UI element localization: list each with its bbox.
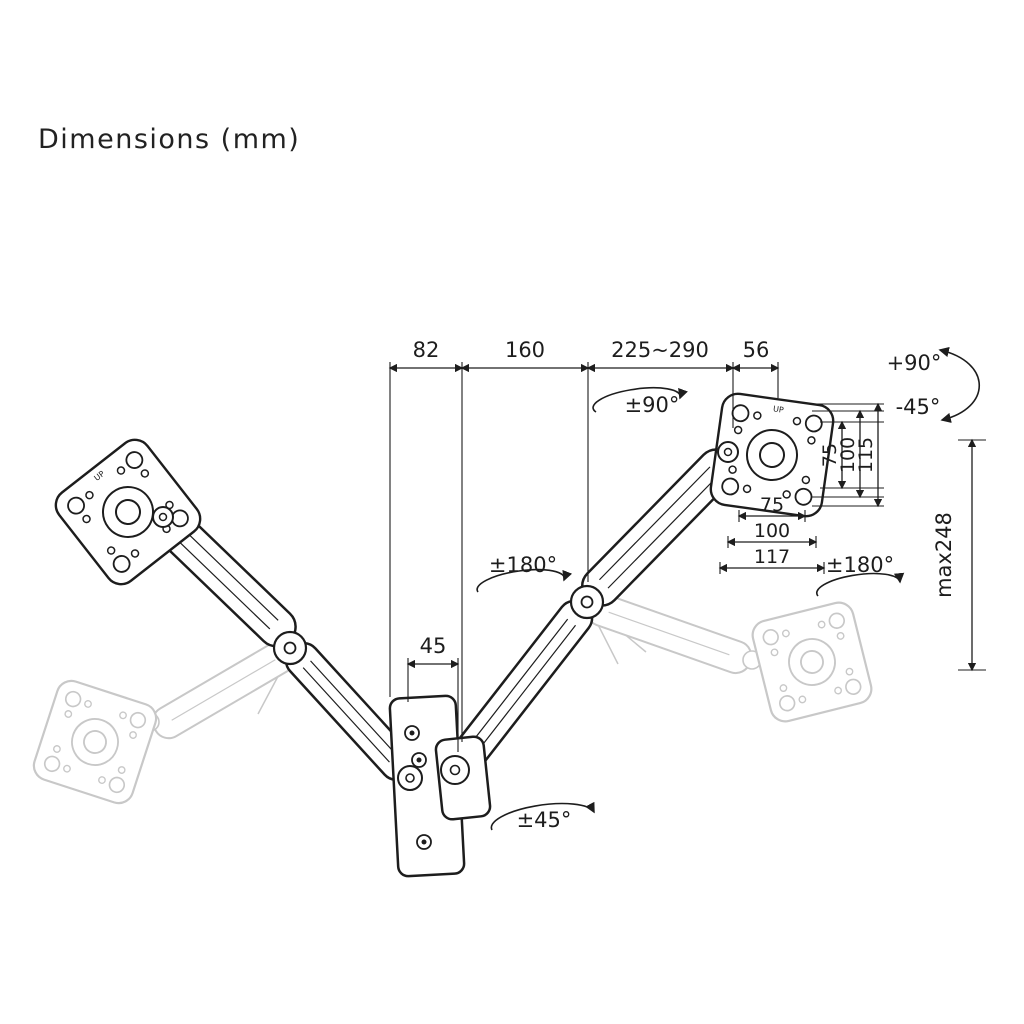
swivel-top-label: ±90° — [625, 393, 680, 417]
rotate-mid-label: ±180° — [489, 553, 557, 577]
dim-top-82-label: 82 — [413, 338, 440, 362]
left-bracket-pivot — [397, 765, 423, 791]
left-elbow-joint — [272, 630, 308, 666]
ghost-left-vesa-plate — [28, 675, 162, 809]
height-max-label: max248 — [932, 512, 956, 598]
right-elbow-joint — [569, 584, 605, 620]
right-lower-arm — [446, 599, 594, 778]
right-bracket-pivot — [440, 755, 470, 785]
left-plate-joint — [152, 506, 174, 528]
rotate-right-label: ±180° — [826, 553, 894, 577]
vesa-h-117-label: 117 — [754, 546, 790, 568]
dim-top-56-label: 56 — [743, 338, 770, 362]
vesa-v-75-label: 75 — [819, 443, 841, 467]
bracket-hole-center — [421, 839, 427, 845]
tilt-up-label: +90° — [887, 351, 942, 375]
ghost-right-vesa-plate — [748, 598, 876, 726]
bracket-hole-center — [409, 730, 415, 736]
swivel-top-arc — [592, 387, 688, 413]
vesa-h-75-label: 75 — [760, 494, 784, 516]
ghost-position-layer — [28, 592, 876, 809]
dimension-layer: 82 160 225~290 56 +90° -45° ±90° ±180° ±… — [388, 338, 986, 832]
rotate-right-arc — [815, 572, 905, 597]
right-plate-joint — [717, 441, 739, 463]
dim-top-225-290-label: 225~290 — [611, 338, 709, 362]
swivel-bottom-arc — [490, 801, 595, 831]
arm-assembly: UP UP — [48, 390, 837, 878]
bracket-hole-center — [416, 757, 422, 763]
vesa-v-115-label: 115 — [855, 437, 877, 473]
tilt-down-label: -45° — [896, 395, 941, 419]
wall-depth-label: 45 — [420, 634, 447, 658]
left-vesa-plate — [48, 432, 208, 592]
swivel-bottom-label: ±45° — [517, 808, 572, 832]
page-title: Dimensions (mm) — [38, 124, 300, 155]
vesa-h-100-label: 100 — [754, 520, 790, 542]
right-plate-up-label: UP — [772, 404, 784, 414]
rotate-mid-arc — [476, 568, 573, 593]
dim-top-160-label: 160 — [505, 338, 545, 362]
vesa-v-100-label: 100 — [837, 437, 859, 473]
tilt-arc — [938, 346, 980, 423]
